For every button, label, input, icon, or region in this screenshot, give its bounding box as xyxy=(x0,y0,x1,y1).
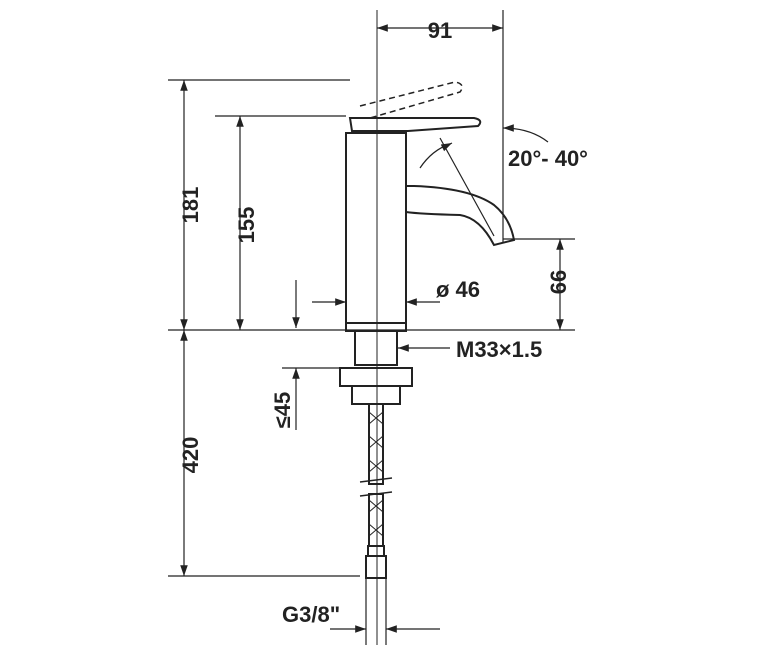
mounting-nut xyxy=(339,367,413,387)
dim-max45-label: ≤45 xyxy=(270,392,295,429)
dim-connector-label: G3/8" xyxy=(282,602,340,627)
connector-nut xyxy=(365,555,387,579)
handle-lever xyxy=(348,117,482,132)
dim-diameter-label: ø 46 xyxy=(436,277,480,302)
dim-angle-label: 20°- 40° xyxy=(508,146,588,171)
handle-raised-dashed xyxy=(359,81,463,119)
hose-braid xyxy=(359,411,393,537)
hose-top xyxy=(368,403,384,485)
hose-connector xyxy=(367,545,385,557)
dim-height-155-label: 155 xyxy=(234,207,259,244)
dim-height-181-label: 181 xyxy=(178,187,203,224)
dim-width-label: 91 xyxy=(428,18,452,43)
dimension-lines xyxy=(168,10,575,645)
dim-hose-420-label: 420 xyxy=(178,437,203,474)
spout xyxy=(405,185,516,247)
body-column xyxy=(345,132,407,324)
dim-thread-label: M33×1.5 xyxy=(456,337,542,362)
threaded-shank xyxy=(354,330,398,366)
dim-height-66-label: 66 xyxy=(546,270,571,294)
faucet-outline xyxy=(339,117,516,579)
mounting-washer xyxy=(351,385,401,405)
